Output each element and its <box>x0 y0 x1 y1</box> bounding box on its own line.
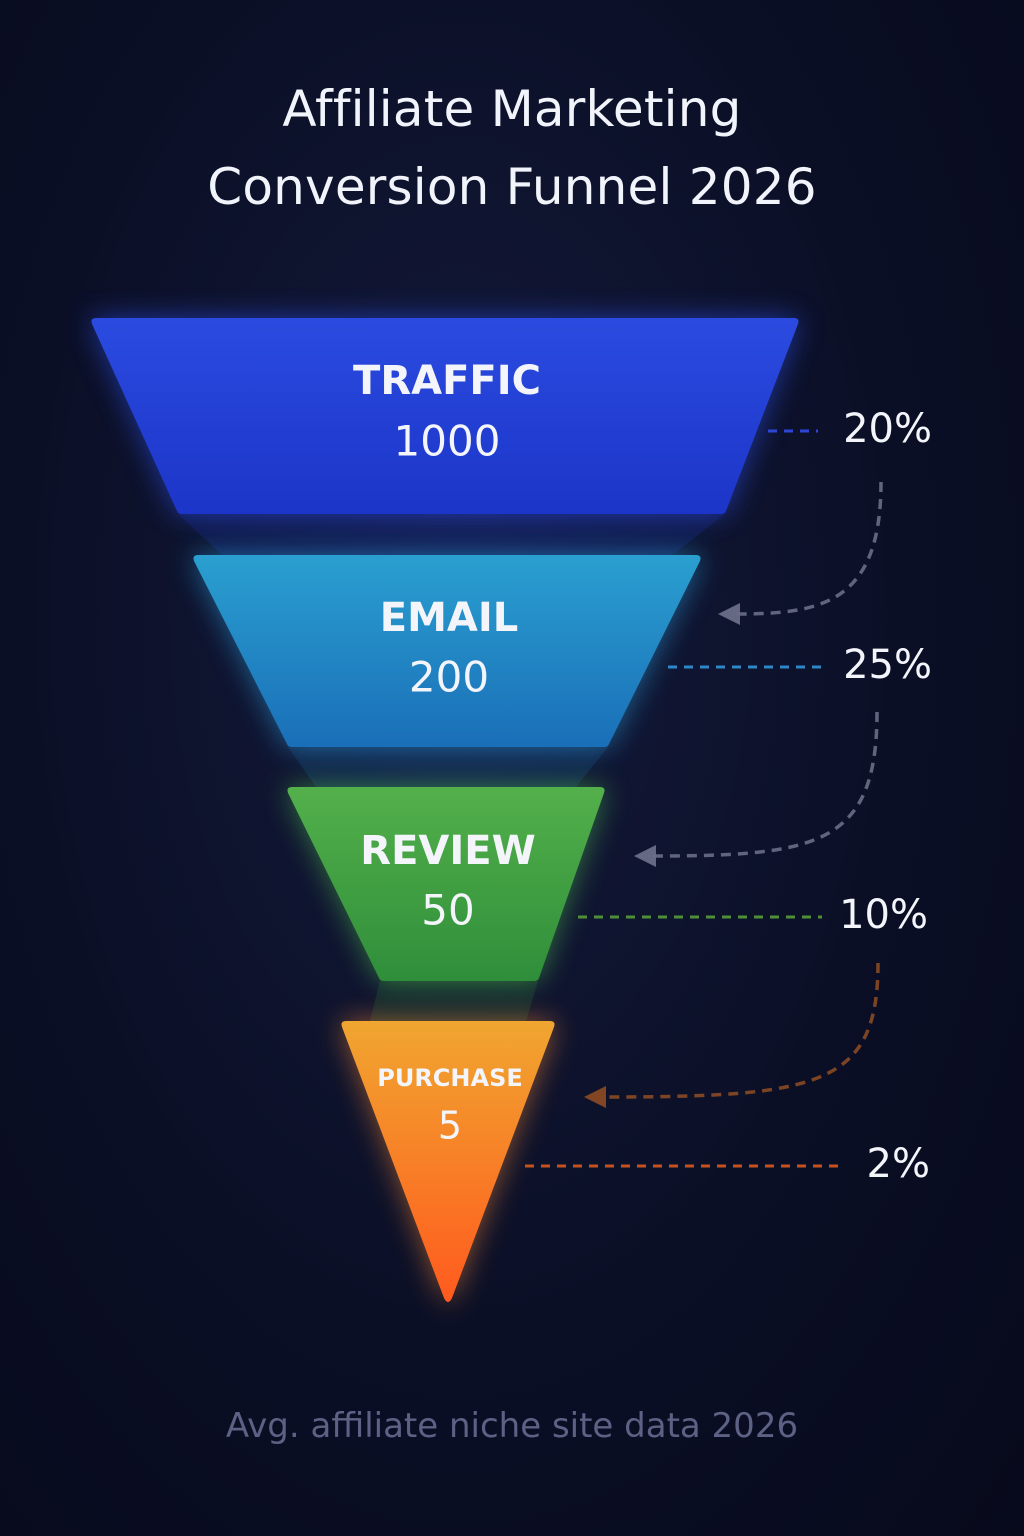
stage-value-traffic: 1000 <box>394 417 501 466</box>
stage-value-purchase: 5 <box>438 1104 462 1148</box>
arrowhead-icon <box>584 1086 606 1108</box>
stage-value-email: 200 <box>409 653 489 702</box>
stage-name-email: EMAIL <box>380 595 518 641</box>
arrowhead-icon <box>718 603 740 625</box>
flow-arrow-path <box>601 962 880 1099</box>
conversion-rate-label: 10% <box>839 892 928 938</box>
stage-name-purchase: PURCHASE <box>377 1064 523 1092</box>
stage-name-review: REVIEW <box>360 828 535 874</box>
funnel-stage-traffic <box>91 318 799 514</box>
chart-title-line-2: Conversion Funnel 2026 <box>207 158 817 216</box>
funnel-stage-review <box>287 787 605 981</box>
funnel-connector-email <box>288 747 608 787</box>
stage-name-traffic: TRAFFIC <box>353 358 541 404</box>
footnote: Avg. affiliate niche site data 2026 <box>225 1406 799 1446</box>
flow-arrow-path <box>651 711 879 858</box>
stage-value-review: 50 <box>421 886 474 935</box>
funnel-connector-traffic <box>178 514 725 555</box>
conversion-rate-label: 20% <box>843 406 932 452</box>
funnel-stage-email <box>193 555 701 747</box>
arrowhead-icon <box>634 845 656 867</box>
chart-title-line-1: Affiliate Marketing <box>282 80 742 138</box>
funnel-connector-review <box>370 981 538 1021</box>
conversion-rate-label: 25% <box>843 642 932 688</box>
conversion-rate-label: 2% <box>867 1141 930 1187</box>
flow-arrow-path <box>735 481 883 616</box>
funnel-stage-purchase <box>341 1021 555 1302</box>
